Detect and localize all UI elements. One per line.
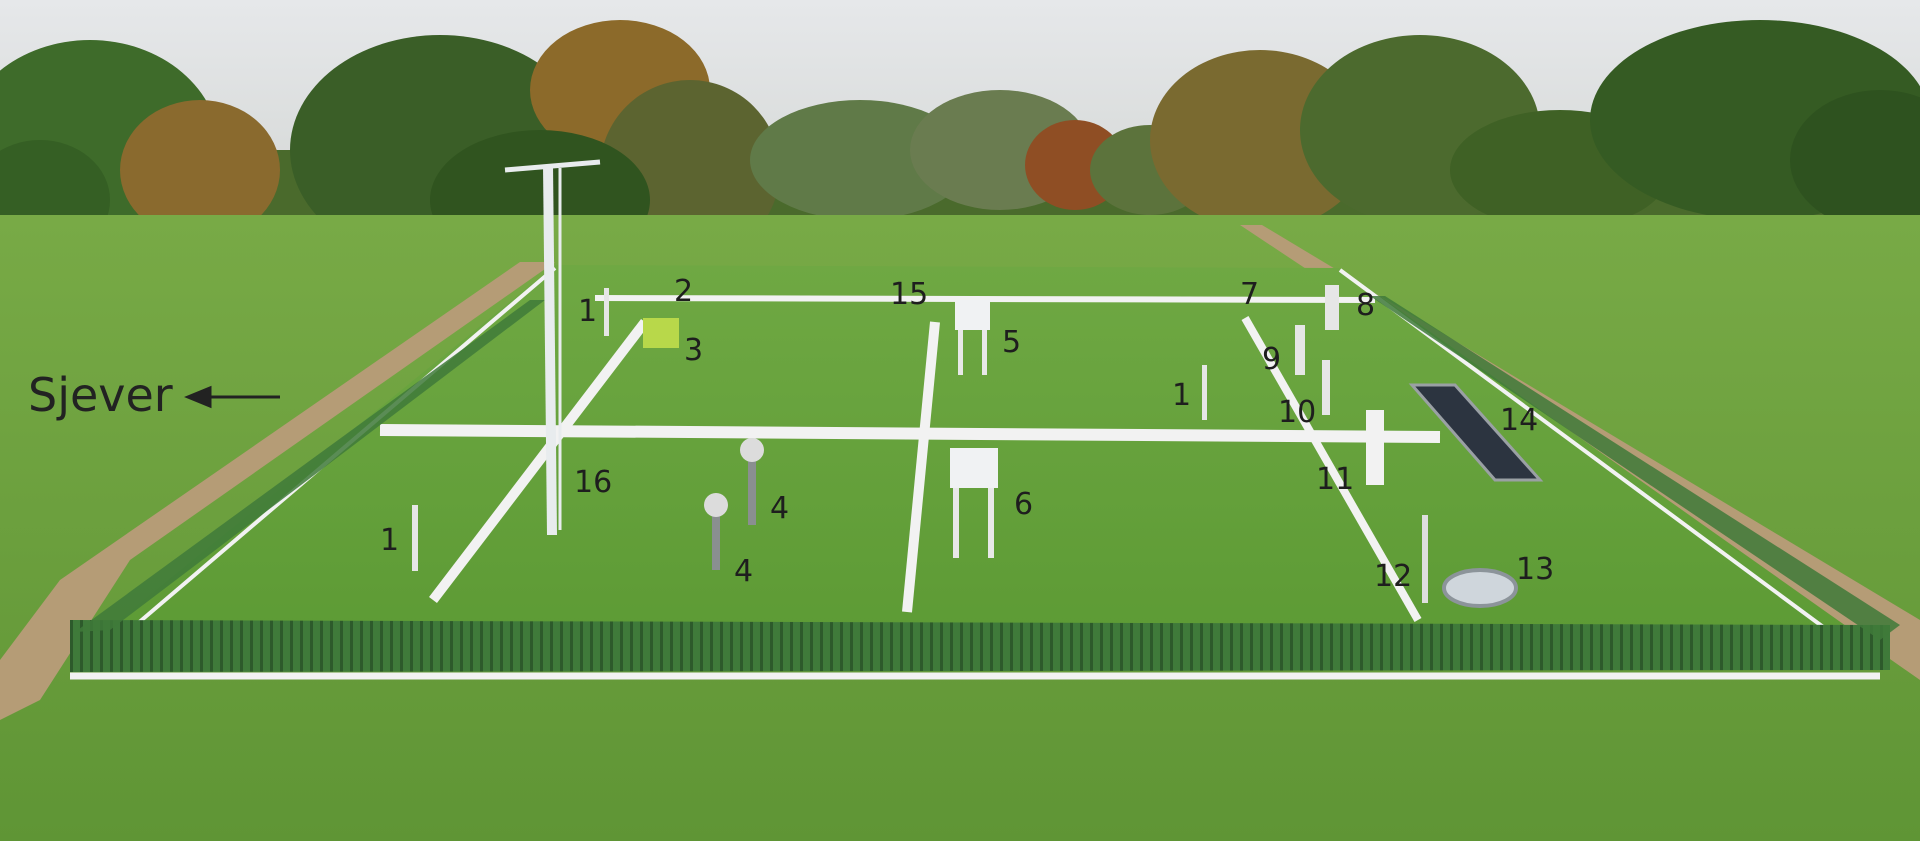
post-near-right [1422,515,1428,603]
label-2: 2 [674,277,693,307]
label-11: 11 [1316,465,1354,495]
sensor-pillar [1366,410,1384,485]
label-1-right: 1 [1172,381,1191,411]
post-far-1 [604,288,609,336]
label-16: 16 [574,468,612,498]
label-5: 5 [1002,328,1021,358]
label-14: 14 [1500,406,1538,436]
front-fence [70,620,1890,672]
label-1-near-left: 1 [380,526,399,556]
label-4-upper: 4 [770,494,789,524]
evaporation-pan [1444,570,1516,606]
yellow-instrument [643,318,679,348]
label-3: 3 [684,336,703,366]
label-12: 12 [1374,562,1412,592]
label-15: 15 [890,280,928,310]
post-right-1 [1202,365,1207,420]
label-13: 13 [1516,555,1554,585]
label-6: 6 [1014,490,1033,520]
label-1-far-left: 1 [578,297,597,327]
label-7: 7 [1240,280,1259,310]
label-10: 10 [1278,398,1316,428]
post-left-1 [412,505,418,571]
label-9: 9 [1262,345,1281,375]
label-8: 8 [1356,291,1375,321]
label-4-lower: 4 [734,557,753,587]
north-label: Sjever [28,372,173,418]
